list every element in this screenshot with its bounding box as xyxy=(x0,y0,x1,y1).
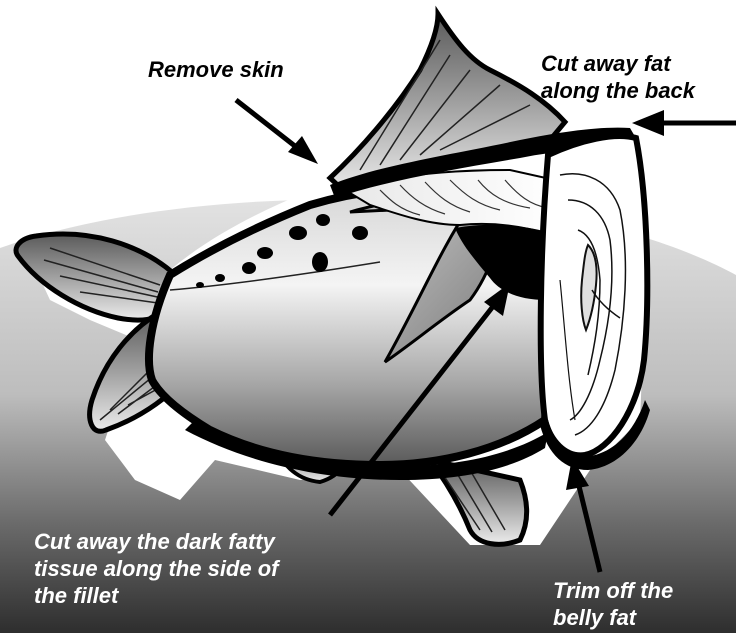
label-side-tissue-line-3: the fillet xyxy=(34,582,278,609)
label-side-tissue-line-2: tissue along the side of xyxy=(34,555,278,582)
label-side-tissue-line-1: Cut away the dark fatty xyxy=(34,528,278,555)
label-back-fat-line-1: Cut away fat xyxy=(541,50,695,77)
label-back-fat-line-2: along the back xyxy=(541,77,695,104)
label-belly-fat: Trim off the belly fat xyxy=(553,577,673,631)
label-remove-skin-text: Remove skin xyxy=(148,57,284,82)
label-back-fat: Cut away fat along the back xyxy=(541,50,695,104)
label-belly-fat-line-1: Trim off the xyxy=(553,577,673,604)
label-belly-fat-line-2: belly fat xyxy=(553,604,673,631)
label-remove-skin: Remove skin xyxy=(148,56,284,83)
label-side-tissue: Cut away the dark fatty tissue along the… xyxy=(34,528,278,609)
arrow-back-fat xyxy=(632,110,736,136)
arrow-remove-skin xyxy=(236,100,318,164)
